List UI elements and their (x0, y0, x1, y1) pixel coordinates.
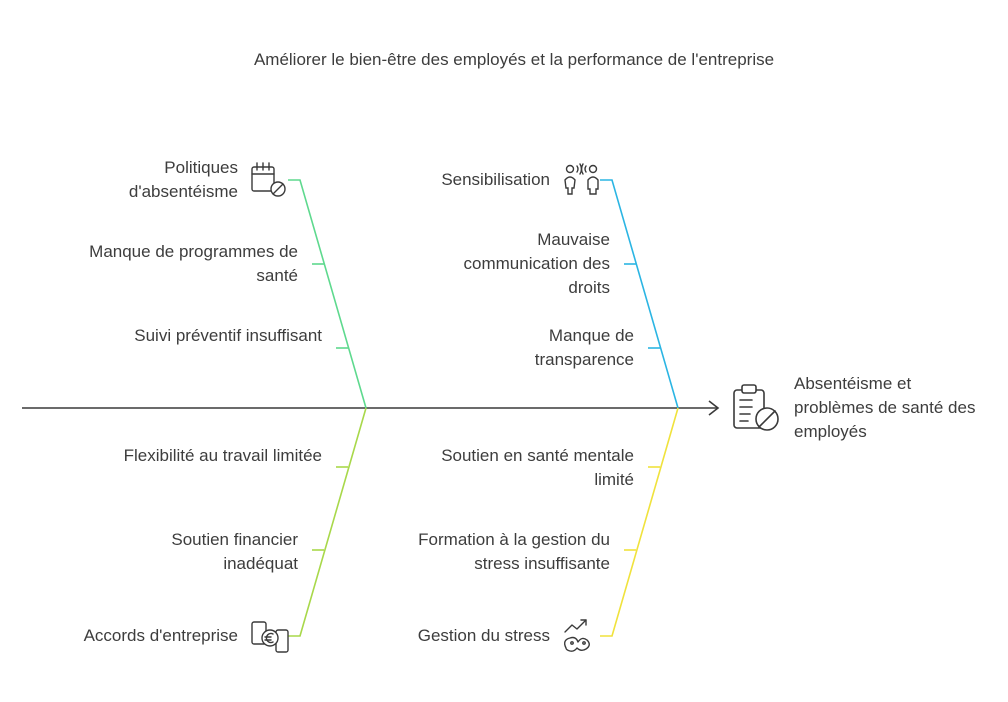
cause-bottom-right-2: Formation à la gestion du stress insuffi… (418, 530, 610, 573)
branch-top-right (600, 179, 679, 409)
cause-bottom-left-2: Soutien financier inadéquat (171, 530, 298, 573)
people-communication-icon (564, 163, 599, 195)
branch-top-left (288, 179, 367, 409)
stress-trend-icon (563, 619, 590, 652)
cause-top-left-1: Manque de programmes de santé (89, 242, 298, 285)
clipboard-block-icon (733, 384, 779, 431)
category-top-right: Sensibilisation (441, 170, 550, 189)
document-euro-icon (251, 621, 289, 653)
cause-bottom-right-1: Soutien en santé mentale limité (441, 446, 634, 489)
cause-top-left-2: Suivi préventif insuffisant (134, 326, 322, 345)
spine-arrowhead (708, 400, 720, 416)
cause-top-right-2: Manque de transparence (534, 326, 634, 369)
diagram-title: Améliorer le bien-être des employés et l… (253, 50, 775, 69)
branch-bottom-left (288, 407, 367, 637)
branch-bottom-right (600, 407, 679, 637)
calendar-block-icon (251, 162, 286, 197)
category-bottom-right: Gestion du stress (417, 626, 550, 645)
category-bottom-left: Accords d'entreprise (83, 626, 238, 645)
effect-label: Absentéisme et problèmes de santé des em… (794, 374, 976, 441)
cause-bottom-left-1: Flexibilité au travail limitée (123, 446, 322, 465)
category-top-left: Politiques d'absentéisme (128, 158, 238, 201)
cause-top-right-1: Mauvaise communication des droits (463, 230, 610, 297)
